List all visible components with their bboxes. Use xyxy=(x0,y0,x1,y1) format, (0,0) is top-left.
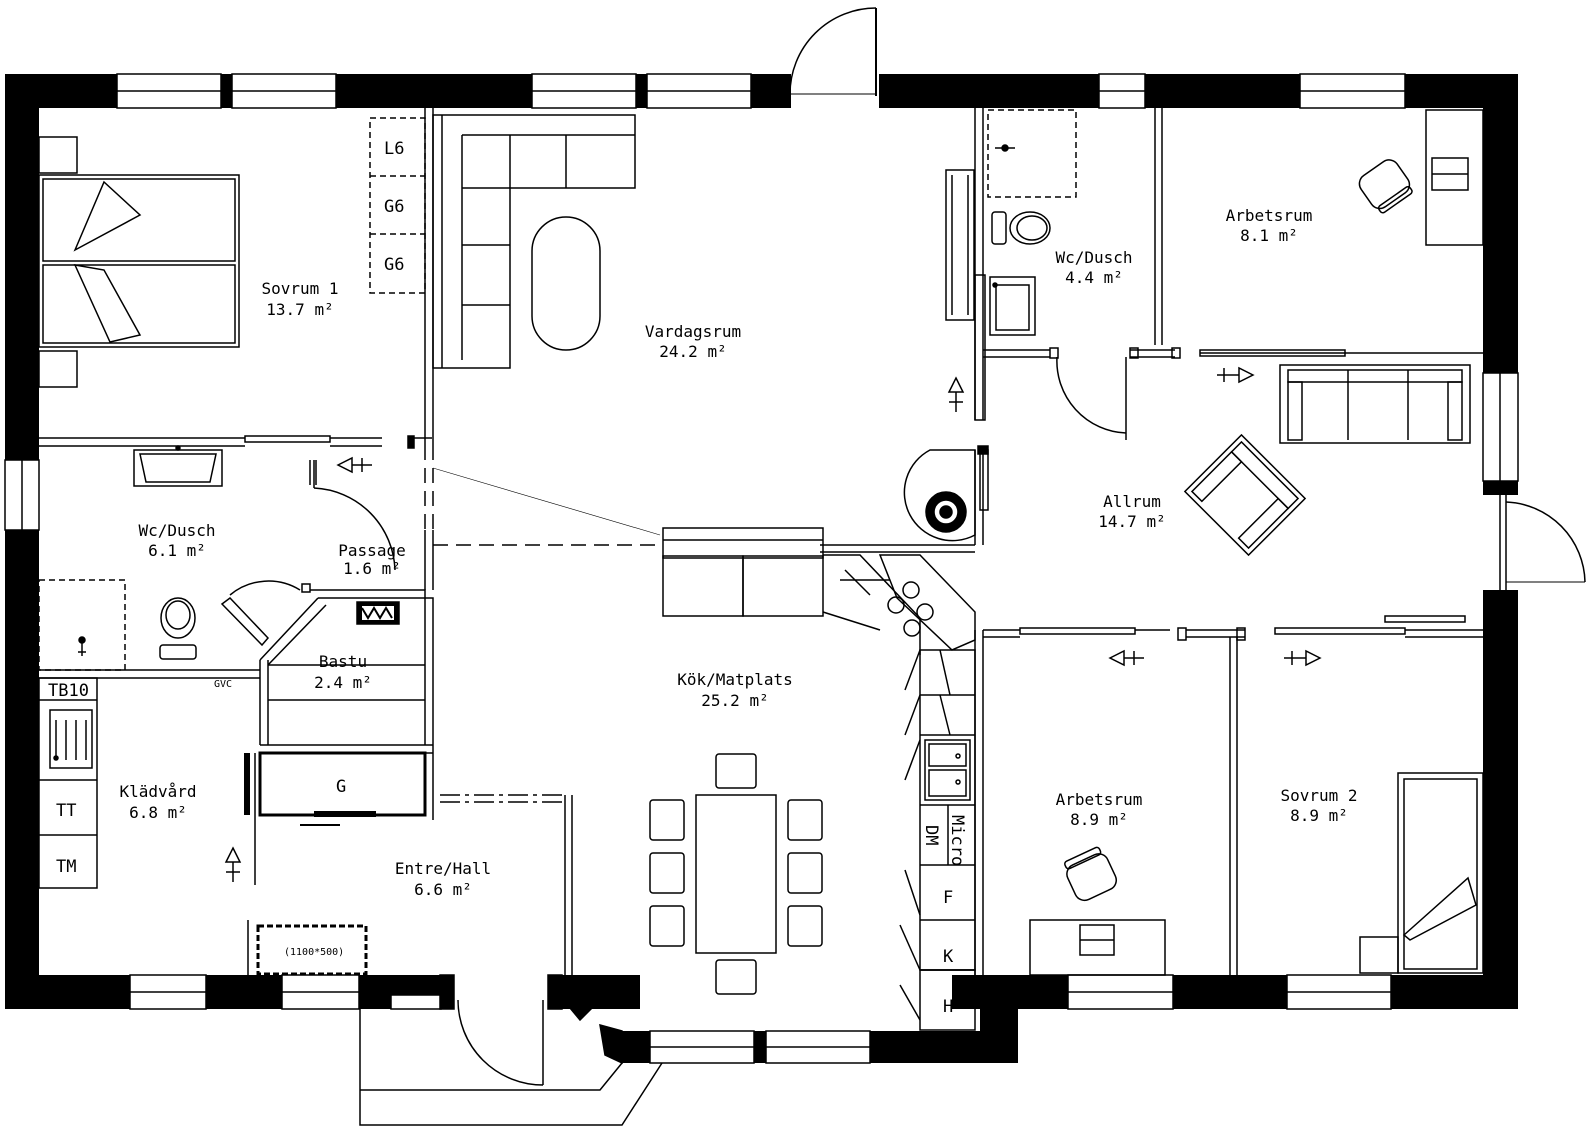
h-label: H xyxy=(943,997,953,1017)
closet-label: L6 xyxy=(384,139,404,159)
room-name: Passage xyxy=(338,541,405,560)
room-area: 6.8 m² xyxy=(129,803,187,822)
desk-2 xyxy=(1029,846,1166,976)
room-area: 14.7 m² xyxy=(1098,512,1165,531)
micro-label: Micro xyxy=(947,815,967,866)
tt-label: TT xyxy=(56,801,76,821)
room-name: Sovrum 2 xyxy=(1280,786,1357,805)
gvc-label: GVC xyxy=(214,679,232,690)
room-name: Arbetsrum xyxy=(1226,206,1313,225)
room-area: 8.1 m² xyxy=(1240,226,1298,245)
garderob-label: G xyxy=(336,777,346,797)
mat-label: (1100*500) xyxy=(284,947,344,958)
direction-arrows xyxy=(224,366,1322,882)
hall-sliding xyxy=(314,811,376,817)
room-area: 8.9 m² xyxy=(1290,806,1348,825)
room-name: Arbetsrum xyxy=(1056,790,1143,809)
top-door xyxy=(789,7,881,108)
tb10-label: TB10 xyxy=(48,681,89,701)
allrum-furniture xyxy=(1183,364,1471,557)
room-name: Vardagsrum xyxy=(645,322,741,341)
room-labels: Sovrum 1 13.7 m² Wc/Dusch 6.1 m² Passage… xyxy=(119,206,1357,899)
room-area: 2.4 m² xyxy=(314,673,372,692)
fridge-label: K xyxy=(943,947,954,967)
room-name: Wc/Dusch xyxy=(138,521,215,540)
kitchen-counter xyxy=(662,527,976,1031)
wc1-fixtures xyxy=(38,445,223,671)
closets xyxy=(369,117,426,294)
double-bed xyxy=(38,136,240,388)
room-area: 1.6 m² xyxy=(343,559,401,578)
dining-table xyxy=(649,753,823,995)
single-bed xyxy=(1359,772,1484,974)
kitchen-labels: Micro DM F K H xyxy=(921,815,967,1017)
wc2-fixtures xyxy=(945,109,1077,336)
front-entry xyxy=(359,974,663,1126)
room-name: Allrum xyxy=(1103,492,1161,511)
right-door xyxy=(1483,495,1586,590)
room-area: 6.1 m² xyxy=(148,541,206,560)
hall-mat xyxy=(247,920,368,976)
room-area: 4.4 m² xyxy=(1065,268,1123,287)
freezer-label: F xyxy=(943,888,953,908)
room-name: Klädvård xyxy=(119,782,196,801)
desk-1 xyxy=(1358,109,1484,246)
dm-label: DM xyxy=(921,825,941,845)
interior-walls xyxy=(39,108,1483,975)
room-area: 24.2 m² xyxy=(659,342,726,361)
laundry-labels: TB10 TT TM xyxy=(48,681,89,877)
corner-sofa xyxy=(432,114,636,369)
room-name: Sovrum 1 xyxy=(261,279,338,298)
room-area: 13.7 m² xyxy=(266,300,333,319)
room-name: Bastu xyxy=(319,652,367,671)
room-name: Wc/Dusch xyxy=(1055,248,1132,267)
tm-label: TM xyxy=(56,857,76,877)
room-area: 8.9 m² xyxy=(1070,810,1128,829)
fireplace xyxy=(903,449,976,542)
coffee-table xyxy=(531,216,601,351)
interior-doors xyxy=(220,274,1127,647)
windows xyxy=(4,73,1519,1064)
closet-label: G6 xyxy=(384,197,404,217)
room-area: 6.6 m² xyxy=(414,880,472,899)
sauna xyxy=(268,601,425,701)
laundry-units xyxy=(38,677,98,889)
room-area: 25.2 m² xyxy=(701,691,768,710)
room-name: Kök/Matplats xyxy=(677,670,793,689)
closet-label: G6 xyxy=(384,255,404,275)
room-name: Entre/Hall xyxy=(395,859,491,878)
closet-labels: L6 G6 G6 xyxy=(384,139,404,275)
